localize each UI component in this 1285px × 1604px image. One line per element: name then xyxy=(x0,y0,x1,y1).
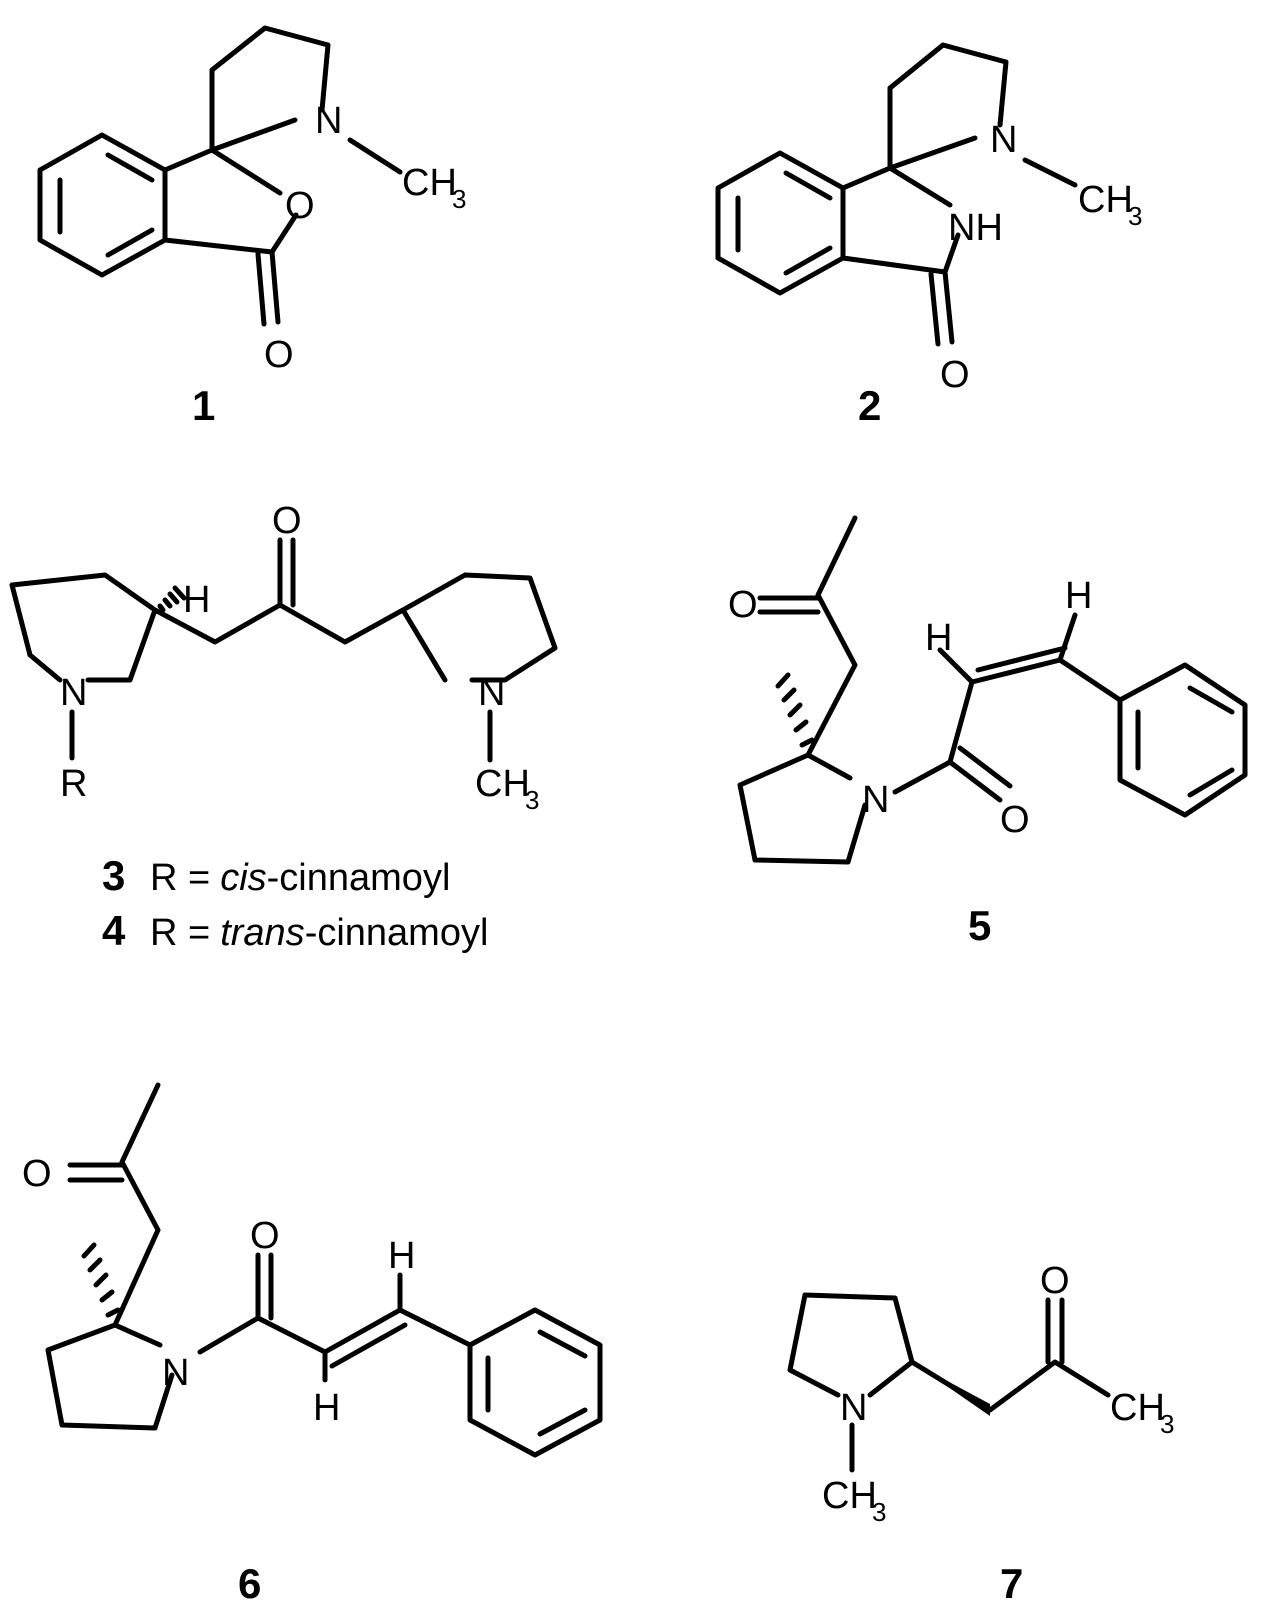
compound-1: N CH 3 O O 1 xyxy=(37,25,466,429)
c1-bonds xyxy=(37,25,403,327)
c3-label: 3 xyxy=(102,852,125,899)
c34-atom-sub3: 3 xyxy=(525,785,539,815)
c1-label: 1 xyxy=(192,382,215,429)
c34-bonds xyxy=(9,537,558,763)
c7-label: 7 xyxy=(1000,1560,1023,1604)
c7-wedge-bond xyxy=(912,1362,990,1416)
c34-hash-bond xyxy=(157,585,187,613)
c34-atom-h: H xyxy=(183,579,210,621)
c5-atom-o-ketone: O xyxy=(728,584,758,626)
c5-label: 5 xyxy=(968,902,991,949)
c6-atom-h-bottom: H xyxy=(313,1387,340,1429)
c4-caption: R =trans-cinnamoyl xyxy=(150,912,488,954)
c2-atom-o: O xyxy=(940,354,970,396)
c2-atom-nh: NH xyxy=(948,207,1003,249)
c6-atom-o-ketone: O xyxy=(22,1153,52,1195)
compound-5: O H H N O 5 xyxy=(728,515,1248,949)
c2-label: 2 xyxy=(858,382,881,429)
c2-bonds xyxy=(715,42,1078,347)
c2-atom-sub3: 3 xyxy=(1128,201,1142,231)
c3-caption: R =cis-cinnamoyl xyxy=(150,857,450,899)
c5-hash-bond xyxy=(775,672,815,748)
c5-atom-o-amide: O xyxy=(1000,799,1030,841)
c5-atom-h-right: H xyxy=(1065,575,1092,617)
c6-atom-o-amide: O xyxy=(250,1215,280,1257)
c1-atom-o-carbonyl: O xyxy=(264,334,294,376)
c3-caption-suffix: -cinnamoyl xyxy=(267,857,451,899)
c7-atom-c-bottom: CH xyxy=(822,1475,877,1517)
c4-caption-suffix: -cinnamoyl xyxy=(305,912,489,954)
c4-caption-r: R = xyxy=(150,912,210,954)
c1-atom-o-ring: O xyxy=(285,185,315,227)
c4-caption-trans: trans xyxy=(220,912,304,954)
c34-atom-c: CH xyxy=(475,763,530,805)
c34-atom-n-left: N xyxy=(60,672,87,714)
c5-atom-h-left: H xyxy=(925,617,952,659)
c7-atom-c-right: CH xyxy=(1110,1387,1165,1429)
c34-atom-n-right: N xyxy=(478,672,505,714)
c5-atom-n: N xyxy=(862,779,889,821)
c6-atom-h-top: H xyxy=(388,1235,415,1277)
c2-atom-c: CH xyxy=(1078,179,1133,221)
c6-hash-bond xyxy=(81,1242,121,1318)
c7-atom-n: N xyxy=(840,1387,867,1429)
c34-atom-r: R xyxy=(60,763,87,805)
c4-label: 4 xyxy=(102,907,126,954)
c6-bonds xyxy=(45,1082,603,1458)
c1-atom-n: N xyxy=(315,100,342,142)
c3-caption-r: R = xyxy=(150,857,210,899)
c6-label: 6 xyxy=(238,1560,261,1604)
c7-atom-sub3-right: 3 xyxy=(1160,1409,1174,1439)
c1-atom-c: CH xyxy=(402,162,457,204)
compound-7: O N CH 3 CH 3 7 xyxy=(787,1260,1174,1604)
compound-6: O O H N H 6 xyxy=(22,1082,603,1604)
c3-caption-cis: cis xyxy=(220,857,266,899)
c7-atom-o: O xyxy=(1040,1260,1070,1302)
c2-atom-n: N xyxy=(990,119,1017,161)
c5-bonds xyxy=(737,515,1248,865)
c1-atom-sub3: 3 xyxy=(452,184,466,214)
c34-atom-o: O xyxy=(272,500,302,542)
c7-atom-sub3-bottom: 3 xyxy=(872,1497,886,1527)
compound-2: N CH 3 NH O 2 xyxy=(715,42,1142,429)
compound-3-4: H O N R N CH 3 3 R =cis-cinnamoyl 4 R =t… xyxy=(9,500,558,954)
c6-atom-n: N xyxy=(162,1352,189,1394)
